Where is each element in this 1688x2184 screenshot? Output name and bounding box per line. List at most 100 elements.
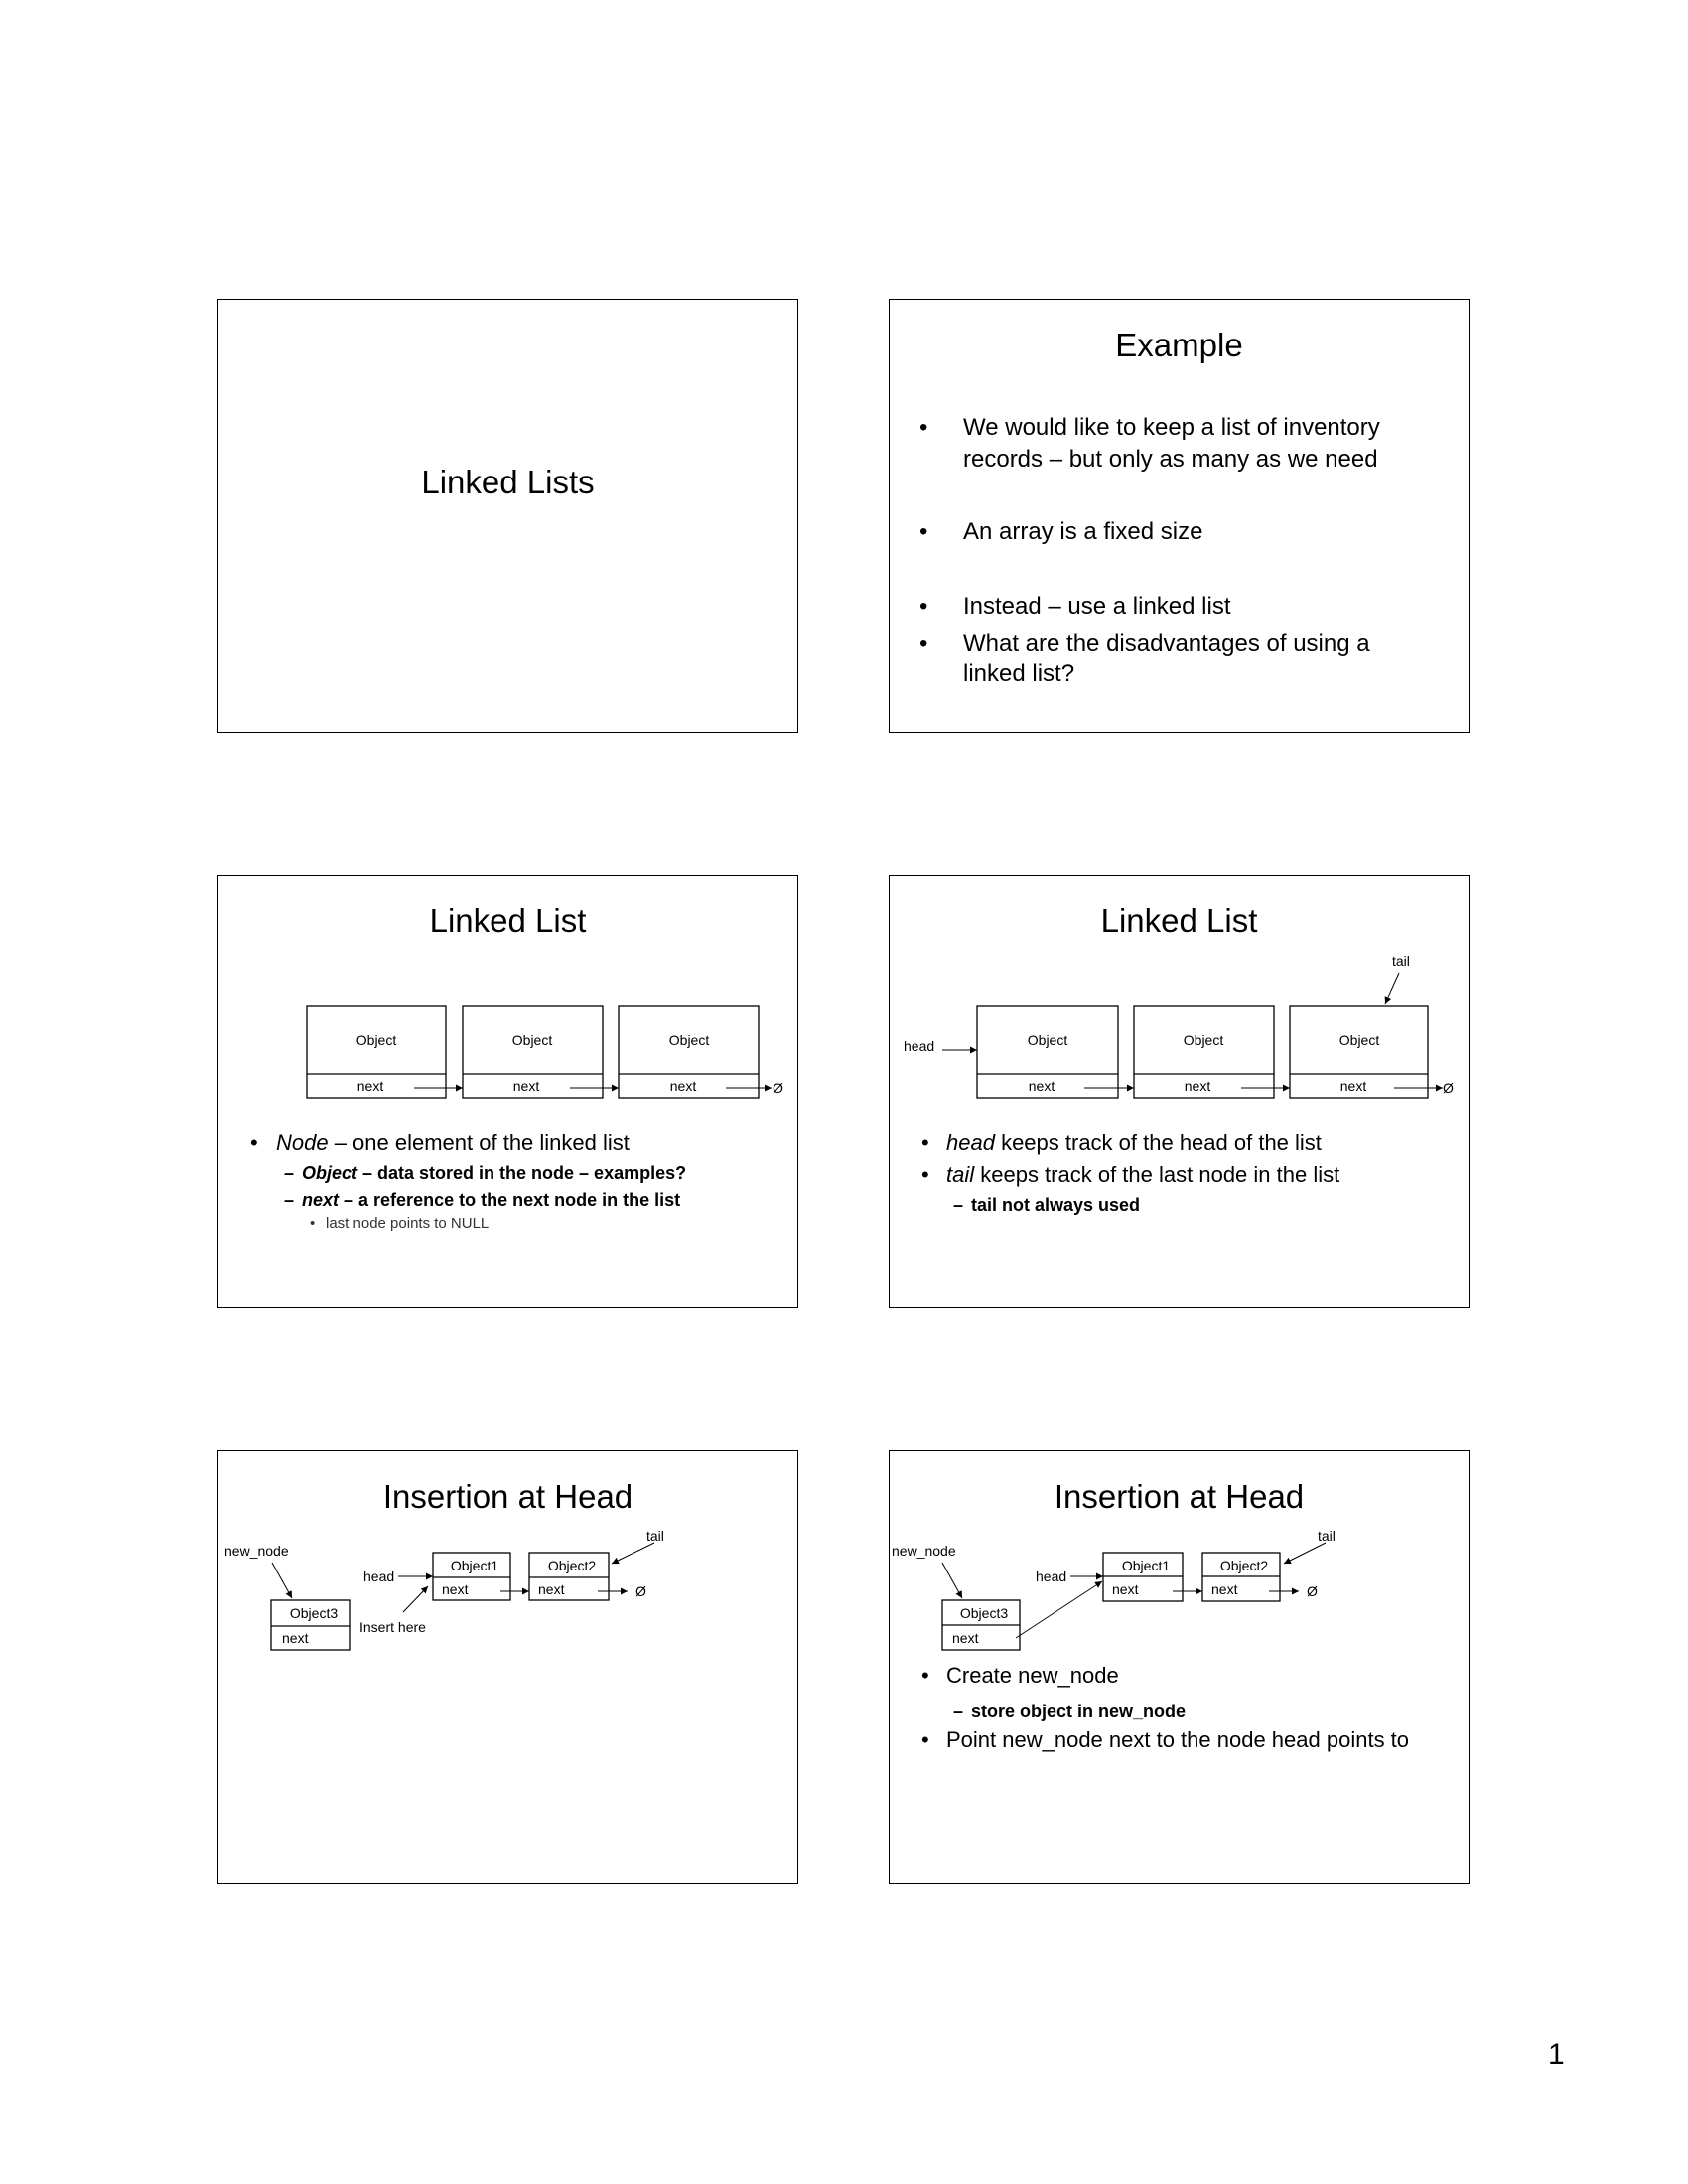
bullet-text: What are the disadvantages of using a <box>963 630 1370 657</box>
sub-bullet-desc: – data stored in the node – examples? <box>357 1163 687 1183</box>
node-1: Object next <box>976 1005 1119 1099</box>
node-next-label: next <box>442 1581 469 1597</box>
insert-here-label: Insert here <box>359 1619 426 1635</box>
tail-label: tail <box>1392 953 1410 969</box>
slide-5: Insertion at Head new_node Object3 next … <box>217 1450 798 1884</box>
bullet-term: tail <box>946 1162 975 1187</box>
new-node-arrow <box>271 1562 293 1599</box>
new-node-label: new_node <box>892 1543 956 1559</box>
sub-bullet-term: next <box>302 1190 340 1210</box>
null-symbol: Ø <box>635 1583 646 1599</box>
bullet-text: Node – one element of the linked list <box>276 1129 630 1157</box>
bullet-text: records – but only as many as we need <box>963 446 1378 473</box>
node-next-label: next <box>1340 1078 1367 1094</box>
node-object-label: Object <box>356 1032 397 1048</box>
node-object1: Object1 next <box>1102 1552 1184 1602</box>
node-next-label: next <box>357 1078 384 1094</box>
bullet-icon: • <box>310 1215 316 1232</box>
sub-bullet-text: tail not always used <box>971 1195 1141 1215</box>
node-next-label: next <box>1211 1581 1238 1597</box>
node-2: Object next <box>462 1005 604 1099</box>
bullet-desc: keeps track of the last node in the list <box>974 1162 1340 1187</box>
null-symbol: Ø <box>773 1080 783 1096</box>
sub-bullet-text: Object – data stored in the node – examp… <box>302 1162 686 1184</box>
new-node-label: new_node <box>224 1543 289 1559</box>
bullet-icon: • <box>919 630 928 657</box>
node-object-label: Object1 <box>1122 1558 1170 1573</box>
head-label: head <box>1036 1569 1066 1584</box>
slide-6: Insertion at Head new_node Object3 next … <box>889 1450 1470 1884</box>
node-next-label: next <box>1112 1581 1139 1597</box>
node-object-label: Object <box>669 1032 710 1048</box>
sub-sub-bullet-text: last node points to NULL <box>326 1215 490 1232</box>
head-label: head <box>904 1038 934 1054</box>
linked-list-diagram: Object next Object next Object next Ø <box>306 1005 783 1099</box>
slide-2: Example • We would like to keep a list o… <box>889 299 1470 733</box>
bullet-text: Instead – use a linked list <box>963 593 1231 619</box>
slide-1: Linked Lists <box>217 299 798 733</box>
sub-bullet-text: next – a reference to the next node in t… <box>302 1189 680 1211</box>
sub-bullet-term: Object <box>302 1163 358 1183</box>
node-next-label: next <box>1029 1078 1055 1094</box>
node-next-label: next <box>952 1630 979 1646</box>
node-object-label: Object <box>512 1032 553 1048</box>
tail-label: tail <box>646 1528 664 1544</box>
node-next-label: next <box>282 1630 309 1646</box>
bullet-text: Create new_node <box>946 1663 1119 1688</box>
tail-arrow <box>1384 972 1400 1005</box>
new-node-arrow <box>941 1562 963 1599</box>
dash-icon: – <box>284 1163 295 1183</box>
slide-title: Insertion at Head <box>382 1478 633 1515</box>
bullet-text: Point new_node next to the node head poi… <box>946 1727 1410 1752</box>
dash-icon: – <box>953 1195 964 1215</box>
insertion-diagram: new_node Object3 next head Object1 next … <box>892 1528 1336 1651</box>
node-1: Object next <box>306 1005 447 1099</box>
bullet-text: head keeps track of the head of the list <box>946 1129 1322 1157</box>
bullet-icon: • <box>921 1162 929 1187</box>
node-next-label: next <box>670 1078 697 1094</box>
node-object-label: Object3 <box>290 1605 338 1621</box>
bullet-icon: • <box>919 593 928 619</box>
bullet-text: An array is a fixed size <box>963 518 1203 545</box>
node-3: Object next <box>618 1005 760 1099</box>
new-node-next-arrow <box>1015 1580 1103 1639</box>
node-object2: Object2 next <box>528 1552 610 1601</box>
null-symbol: Ø <box>1307 1583 1318 1599</box>
bullet-icon: • <box>919 414 928 441</box>
dash-icon: – <box>953 1702 964 1721</box>
bullet-icon: • <box>921 1130 929 1155</box>
bullet-icon: • <box>250 1130 258 1155</box>
bullet-term: Node <box>276 1130 329 1155</box>
new-node-box: Object3 next <box>941 1599 1021 1651</box>
sub-bullet-desc: – a reference to the next node in the li… <box>339 1190 681 1210</box>
bullet-icon: • <box>921 1727 929 1752</box>
insert-here-arrow <box>402 1585 429 1613</box>
slide-title: Linked List <box>429 902 587 939</box>
node-object-label: Object2 <box>1220 1558 1268 1573</box>
slide-title: Example <box>1115 327 1243 363</box>
slide-title: Linked Lists <box>421 464 595 500</box>
node-object-label: Object <box>1184 1032 1224 1048</box>
bullet-icon: • <box>919 518 928 545</box>
insertion-diagram: new_node Object3 next head Insert here O… <box>224 1528 664 1651</box>
tail-arrow <box>611 1542 655 1565</box>
bullet-text: We would like to keep a list of inventor… <box>963 414 1380 441</box>
node-2: Object next <box>1133 1005 1275 1099</box>
head-label: head <box>363 1569 394 1584</box>
dash-icon: – <box>284 1190 295 1210</box>
bullet-text: linked list? <box>963 660 1075 687</box>
node-object1: Object1 next <box>432 1552 511 1601</box>
node-object-label: Object3 <box>960 1605 1008 1621</box>
slide-title: Insertion at Head <box>1054 1478 1305 1515</box>
bullet-term: head <box>946 1130 995 1155</box>
node-object-label: Object1 <box>451 1558 498 1573</box>
page-number: 1 <box>1548 2038 1565 2071</box>
sub-bullet-text: store object in new_node <box>971 1702 1187 1721</box>
tail-label: tail <box>1318 1528 1336 1544</box>
null-symbol: Ø <box>1443 1080 1454 1096</box>
bullet-icon: • <box>921 1663 929 1688</box>
node-object2: Object2 next <box>1201 1552 1281 1602</box>
bullet-desc: – one element of the linked list <box>328 1130 630 1155</box>
node-object-label: Object2 <box>548 1558 596 1573</box>
new-node-box: Object3 next <box>270 1599 351 1651</box>
